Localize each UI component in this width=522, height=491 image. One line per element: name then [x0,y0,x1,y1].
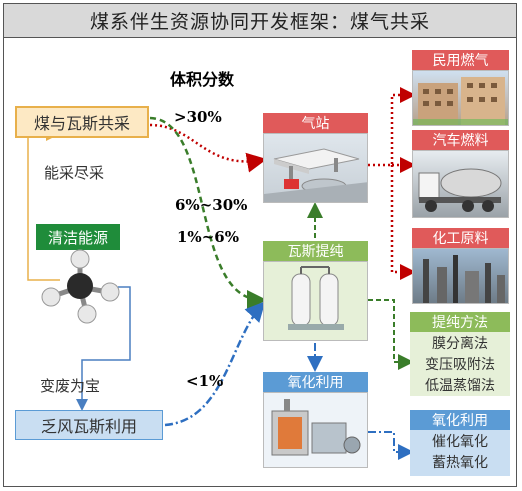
truck-icon [418,168,502,212]
chemical-plant-icon [423,255,505,303]
purify-method-item: 变压吸附法 [425,357,495,373]
purify-method-item: 低温蒸馏法 [425,378,495,394]
gas-station-image [263,133,368,203]
volume-fraction-label: 体积分数 [170,70,235,89]
coal-gas-box: 煤与瓦斯共采 [15,106,149,138]
chemical-material-image [412,248,509,304]
gas-station-icon [264,148,367,202]
chemical-material-header: 化工原料 [412,228,509,248]
apartment-building-icon [413,77,508,125]
oxidation-image [263,392,368,468]
outer-frame [3,3,517,487]
purify-methods-header: 提纯方法 [410,312,510,332]
purification-image [263,261,368,341]
left-yellow-connector [27,129,60,281]
clean-energy-box: 清洁能源 [36,224,120,250]
vehicle-fuel-header: 汽车燃料 [412,130,509,150]
oxidation-use-item: 催化氧化 [432,434,488,450]
station-to-uses [368,93,412,274]
fraction-mid: 6%~30% [175,196,248,214]
vehicle-fuel-image [412,150,509,218]
max-extract-label: 能采尽采 [44,164,105,182]
oxidation-use-header: 氧化利用 [410,410,510,430]
waste-to-treasure-label: 变废为宝 [40,377,101,395]
purify-methods-list: 膜分离法 变压吸附法 低温蒸馏法 [410,332,510,396]
left-blue-connector [76,286,131,411]
fraction-lt1: <1% [186,372,224,390]
purification-header: 瓦斯提纯 [263,241,368,261]
oxidation-header: 氧化利用 [263,372,368,392]
purify-to-methods [368,299,414,370]
oxidation-device-icon [271,399,361,456]
red-gt30-curve [149,123,267,173]
oxidation-to-use [368,431,414,460]
fraction-gt30: >30% [174,108,222,126]
purify-method-item: 膜分离法 [432,336,488,352]
oxidation-use-list: 催化氧化 蓄热氧化 [410,430,510,476]
lean-gas-box: 乏风瓦斯利用 [15,410,163,440]
fraction-low: 1%~6% [177,228,239,246]
adsorption-tower-icon [288,266,344,330]
gas-station-header: 气站 [263,113,368,133]
blue-lt1-curve [164,301,266,427]
oxidation-use-item: 蓄热氧化 [432,455,488,471]
diagram-title: 煤系伴生资源协同开发框架：煤气共采 [4,4,516,38]
civil-gas-image [412,70,509,126]
civil-gas-header: 民用燃气 [412,50,509,70]
green-mid-curve [149,116,267,310]
